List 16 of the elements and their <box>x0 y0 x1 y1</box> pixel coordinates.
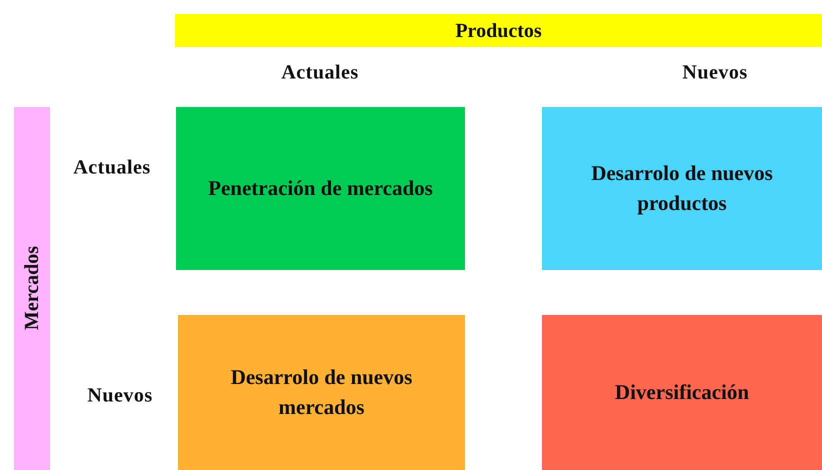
band-label: Productos <box>455 18 542 44</box>
band-label: Mercados <box>20 246 44 331</box>
quadrant-box <box>176 107 465 270</box>
quadrant-box <box>178 315 465 470</box>
quadrant-label: Desarrolo de nuevos productos <box>590 160 774 216</box>
quadrant-box <box>542 315 822 470</box>
column-header: Nuevos <box>682 62 748 84</box>
row-header: Nuevos <box>87 384 153 408</box>
quadrant-box <box>542 107 822 270</box>
side-band <box>14 107 50 470</box>
column-header: Actuales <box>281 62 359 84</box>
quadrant-label: Penetración de mercados <box>207 174 434 202</box>
row-header: Actuales <box>73 156 151 180</box>
quadrant-label: Diversificación <box>614 378 750 406</box>
quadrant-label: Desarrolo de nuevos mercados <box>230 364 414 420</box>
header-band <box>175 14 822 47</box>
